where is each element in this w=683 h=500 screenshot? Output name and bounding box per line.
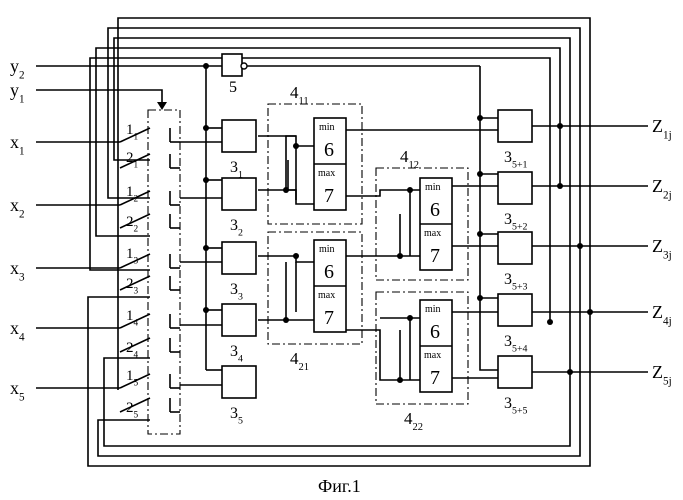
- comparator-max-label: max: [318, 290, 335, 301]
- output-label-3: Z3j: [652, 236, 672, 261]
- gate-right-1: 35+1: [498, 110, 532, 171]
- comparator-max-number: 7: [324, 307, 334, 329]
- comparator-label-c22: 422: [404, 409, 423, 433]
- gate-right-label-2: 35+2: [504, 211, 528, 233]
- switch-s22: 22: [120, 214, 180, 234]
- figure-caption: Фиг.1: [318, 476, 361, 496]
- comparator-max-number: 7: [430, 367, 440, 389]
- comparator-min-label: min: [319, 244, 335, 255]
- comparator-max-number: 7: [324, 185, 334, 207]
- switch-s13: 13: [120, 246, 180, 268]
- comparator-min-number: 6: [430, 199, 440, 221]
- comparator-c21: min 6 max 7 421: [290, 240, 346, 373]
- input-label-x5: x5: [10, 378, 25, 403]
- comparator-label-c12: 412: [400, 147, 419, 171]
- switch-label-s13: 13: [126, 246, 139, 266]
- gate-left-2: 32: [222, 178, 256, 239]
- output-label-4: Z4j: [652, 302, 672, 327]
- output-label-5: Z5j: [652, 362, 672, 387]
- switch-s25: 25: [120, 398, 180, 420]
- inverter-5: 5: [222, 54, 247, 96]
- switch-s24: 24: [120, 338, 180, 360]
- inverter-label: 5: [229, 79, 237, 96]
- switch-s15: 15: [120, 368, 180, 388]
- switch-label-s22: 22: [126, 214, 139, 234]
- gate-right-label-5: 35+5: [504, 395, 528, 417]
- switch-label-s25: 25: [126, 400, 139, 420]
- comparator-min-label: min: [425, 182, 441, 193]
- input-label-x4: x4: [10, 318, 25, 343]
- comparator-max-label: max: [424, 350, 441, 361]
- switch-label-s21: 21: [126, 150, 139, 170]
- gate-left-label-3: 33: [230, 281, 243, 303]
- gate-right-5: 35+5: [498, 356, 532, 417]
- comparator-min-number: 6: [324, 139, 334, 161]
- gate-right-2: 35+2: [498, 172, 532, 233]
- left-gate-wiring: [180, 125, 222, 385]
- switch-label-s11: 11: [126, 122, 139, 142]
- gate-right-4: 35+4: [498, 294, 532, 355]
- gate-left-5: 35: [222, 366, 256, 427]
- gate-left-4: 34: [222, 304, 256, 365]
- input-label-x1: x1: [10, 132, 25, 157]
- gate-left-label-4: 34: [230, 343, 243, 365]
- comparator-max-label: max: [318, 168, 335, 179]
- gate-right-label-4: 35+4: [504, 333, 528, 355]
- comparator-label-c11: 411: [290, 83, 309, 107]
- comparator-max-label: max: [424, 228, 441, 239]
- comparator-min-label: min: [425, 304, 441, 315]
- gate-left-3: 33: [222, 242, 256, 303]
- switch-s14: 14: [120, 308, 180, 328]
- switch-s23: 23: [120, 276, 180, 296]
- comparator-min-number: 6: [430, 321, 440, 343]
- gate-left-1: 31: [222, 120, 256, 181]
- input-label-x2: x2: [10, 195, 25, 220]
- input-label-y1: y1: [10, 80, 25, 105]
- gate-right-label-3: 35+3: [504, 271, 528, 293]
- output-label-1: Z1j: [652, 116, 672, 141]
- switch-label-s14: 14: [126, 308, 139, 328]
- output-label-2: Z2j: [652, 176, 672, 201]
- comparator-min-number: 6: [324, 261, 334, 283]
- gate-left-label-5: 35: [230, 405, 243, 427]
- gate-left-label-2: 32: [230, 217, 243, 239]
- comparator-max-number: 7: [430, 245, 440, 267]
- gate-right-3: 35+3: [498, 232, 532, 293]
- switch-label-s23: 23: [126, 276, 139, 296]
- switch-s12: 12: [120, 184, 180, 205]
- comparator-min-label: min: [319, 122, 335, 133]
- switch-block: [148, 110, 180, 434]
- gate-right-label-1: 35+1: [504, 149, 528, 171]
- switch-s11: 11: [120, 122, 180, 142]
- input-label-y2: y2: [10, 56, 25, 81]
- comparator-c12: min 6 max 7 412: [400, 147, 452, 270]
- switch-label-s15: 15: [126, 368, 139, 388]
- input-label-x3: x3: [10, 258, 25, 283]
- comparator-label-c21: 421: [290, 349, 309, 373]
